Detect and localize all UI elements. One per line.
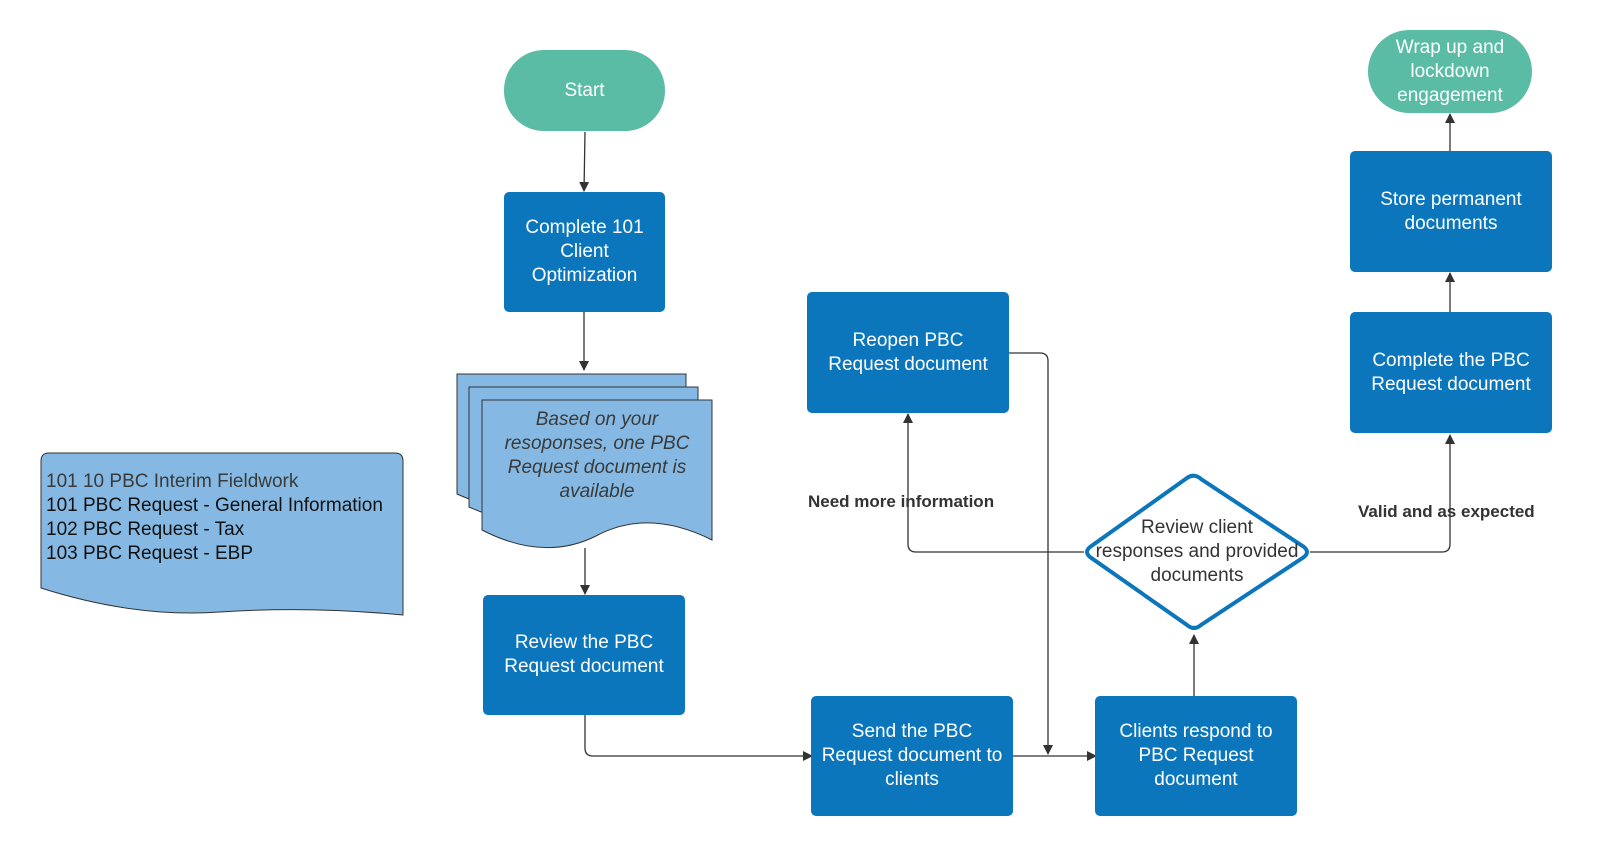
review-pbc-node: Review the PBC Request document bbox=[483, 595, 685, 715]
send-pbc-label: Send the PBC Request document to clients bbox=[821, 721, 1003, 790]
arrow-review-to-complete bbox=[1310, 434, 1455, 553]
reopen-pbc-node: Reopen PBC Request document bbox=[807, 292, 1009, 413]
note-item: 102 PBC Request - Tax bbox=[46, 519, 245, 540]
wrap-up-node: Wrap up and lockdown engagement bbox=[1368, 30, 1532, 113]
start-label: Start bbox=[564, 79, 605, 101]
note-item: 103 PBC Request - EBP bbox=[46, 543, 253, 564]
clients-respond-label: Clients respond to PBC Request document bbox=[1119, 721, 1273, 790]
review-pbc-label: Review the PBC Request document bbox=[504, 632, 664, 677]
store-permanent-node: Store permanent documents bbox=[1350, 151, 1552, 272]
review-responses-diamond bbox=[1085, 473, 1309, 630]
reopen-pbc-label: Reopen PBC Request document bbox=[828, 329, 988, 375]
arrow-reopen-to-send bbox=[1009, 352, 1053, 755]
document-sheet-front bbox=[481, 399, 713, 549]
wrap-up-label: Wrap up and lockdown engagement bbox=[1395, 36, 1505, 106]
arrow-review-to-send bbox=[584, 715, 813, 761]
complete-pbc-node: Complete the PBC Request document bbox=[1350, 312, 1552, 433]
store-permanent-label: Store permanent documents bbox=[1380, 188, 1522, 234]
arrow-review-to-reopen bbox=[903, 413, 1084, 553]
pbc-document-stack bbox=[456, 373, 713, 549]
arrow-start-to-complete101 bbox=[579, 131, 590, 192]
send-pbc-node: Send the PBC Request document to clients bbox=[811, 696, 1013, 816]
fieldwork-note-shape bbox=[40, 452, 404, 616]
note-item: 101 PBC Request - General Information bbox=[46, 495, 383, 516]
complete-101-node: Complete 101 Client Optimization bbox=[504, 192, 665, 312]
complete-101-label: Complete 101 Client Optimization bbox=[525, 217, 644, 286]
note-title: 101 10 PBC Interim Fieldwork bbox=[46, 471, 299, 492]
start-node: Start bbox=[504, 50, 665, 131]
review-responses-label: Review client responses and provided doc… bbox=[1095, 517, 1299, 586]
pbc-document-label: Based on your resoponses, one PBC Reques… bbox=[504, 409, 690, 502]
edge-label-need-more-info: Need more information bbox=[808, 492, 995, 511]
edge-label-valid-expected: Valid and as expected bbox=[1358, 502, 1535, 521]
clients-respond-node: Clients respond to PBC Request document bbox=[1095, 696, 1297, 816]
complete-pbc-label: Complete the PBC Request document bbox=[1371, 349, 1531, 395]
